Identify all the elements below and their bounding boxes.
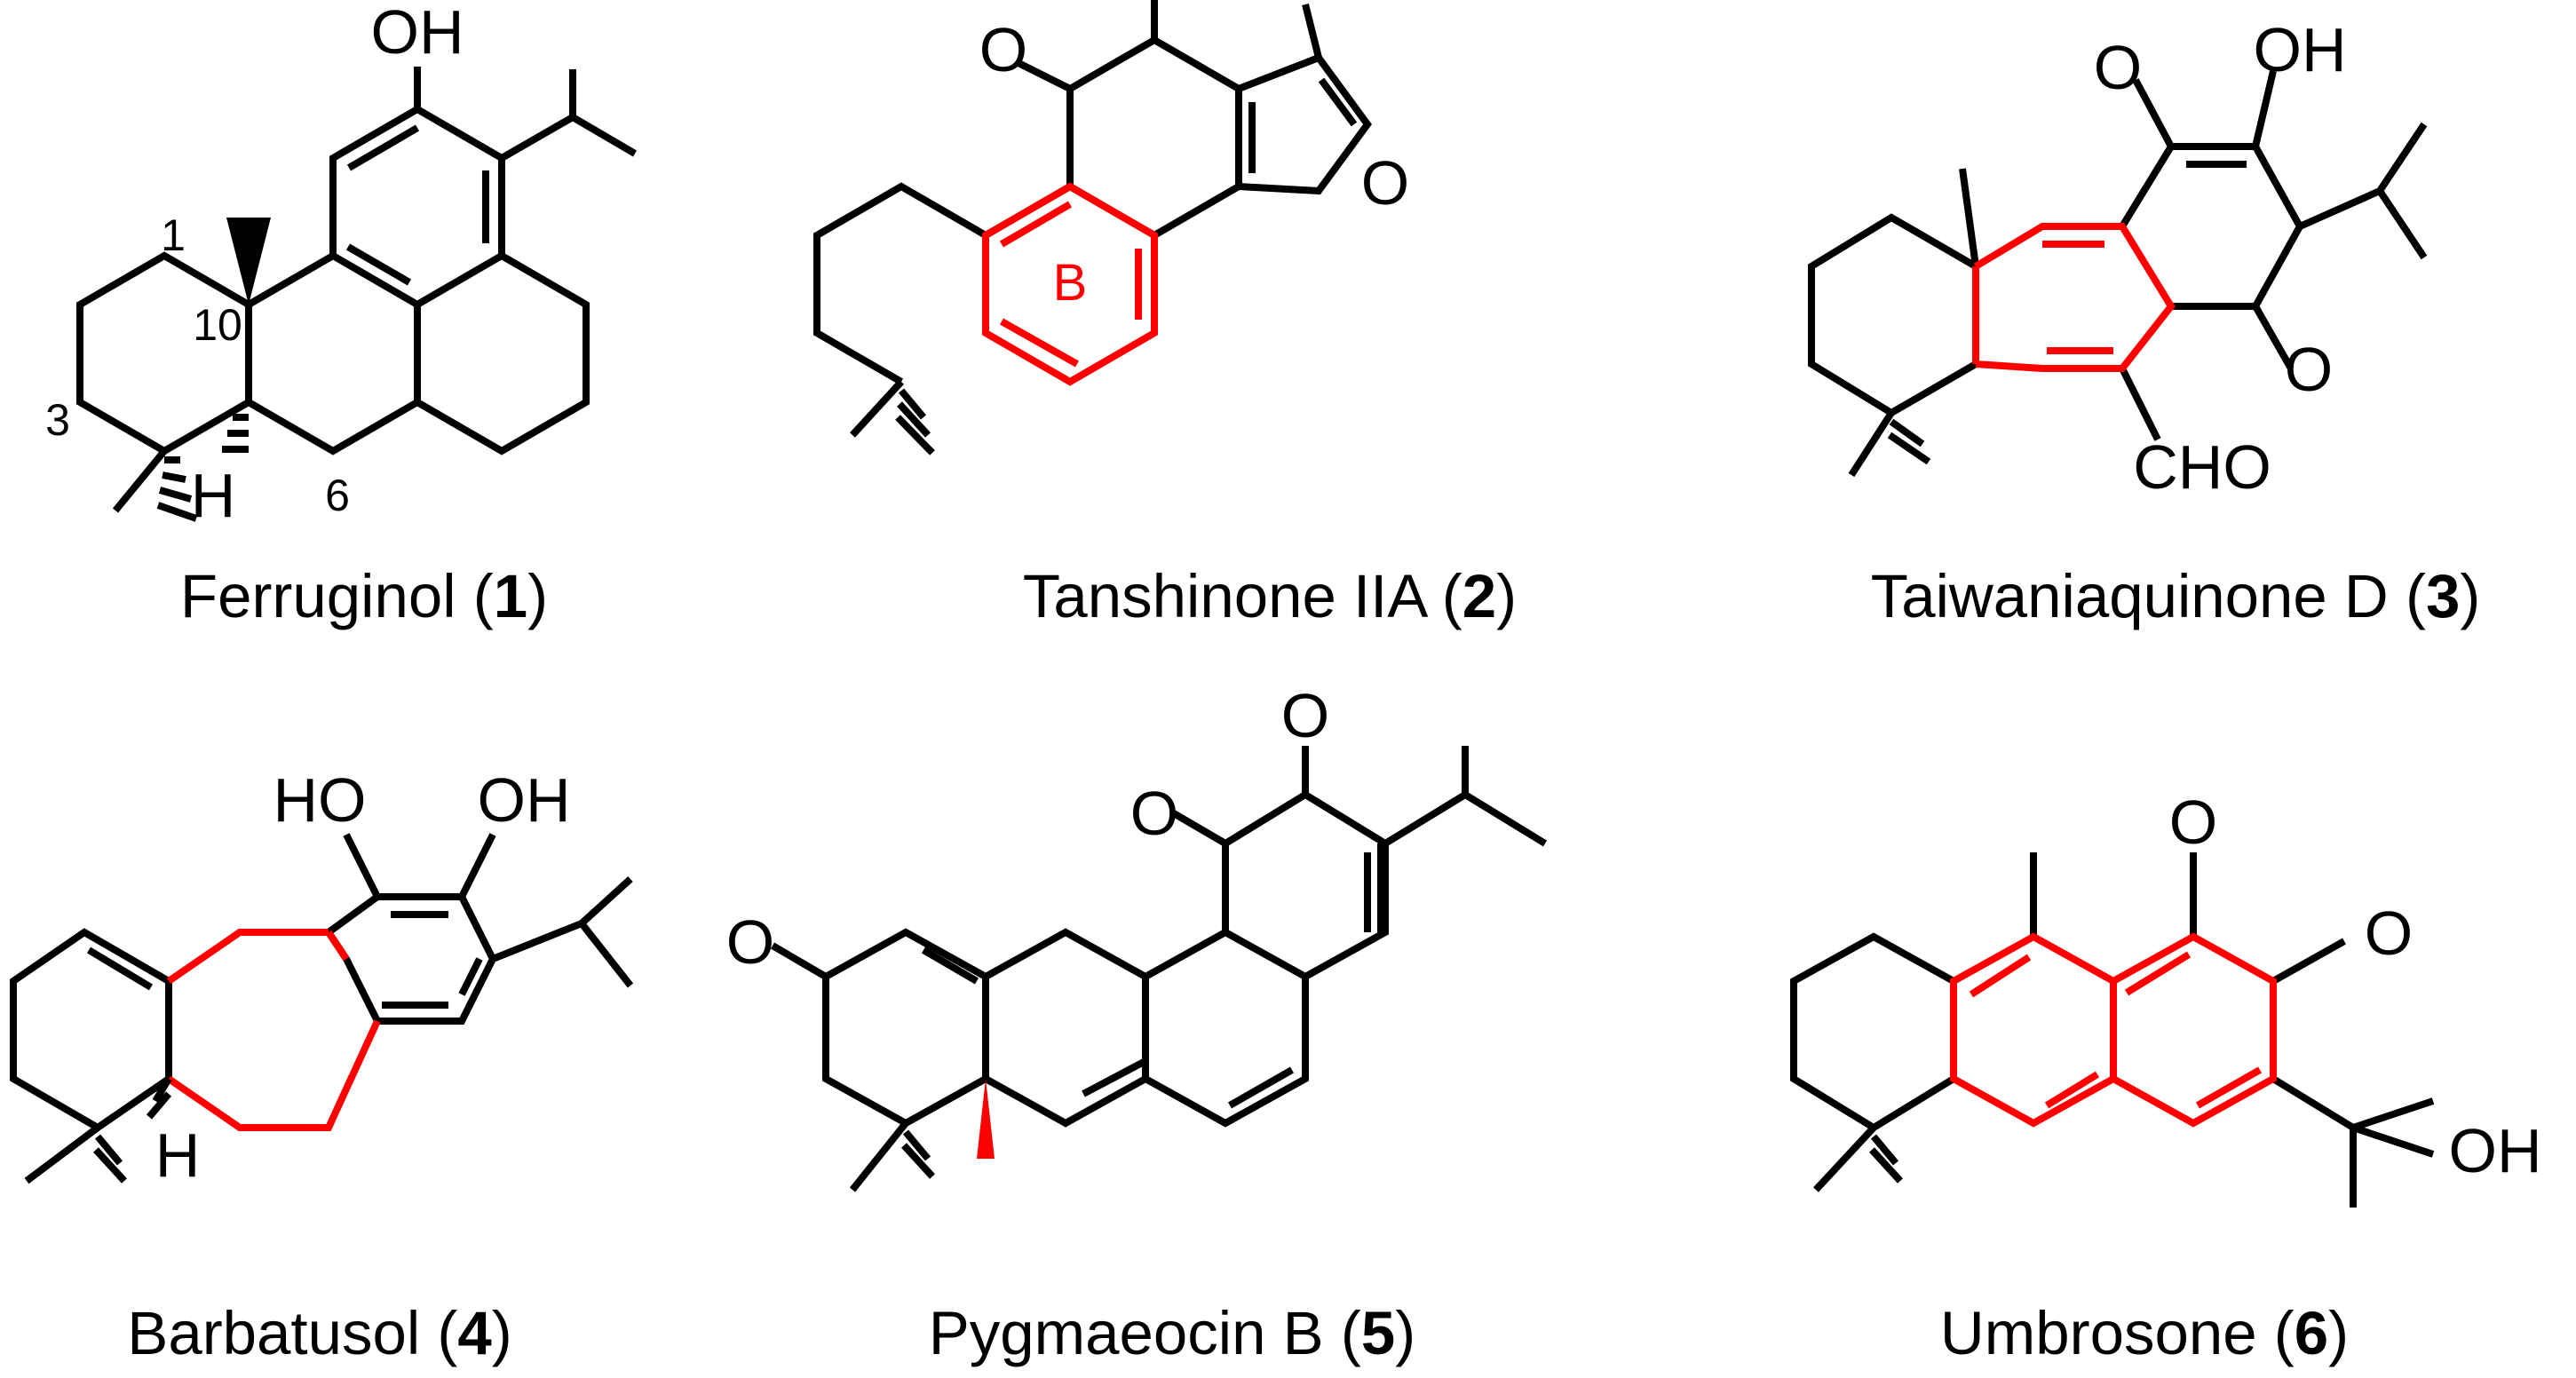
locant-10: 10 <box>193 300 242 350</box>
aldehyde-label: CHO <box>2133 432 2271 502</box>
hydrogen-label: H <box>191 461 236 530</box>
structure-ferruginol: OH H 1 10 3 6 Ferruginol (1) <box>45 0 638 630</box>
ketone-oxygen-label-2: O <box>1130 0 1178 4</box>
ketone-oxygen-label-2: O <box>2365 899 2413 968</box>
quinone-oxygen-label-2: O <box>2285 335 2333 404</box>
caption-pygmaeocin-b: Pygmaeocin B (5) <box>929 1299 1415 1367</box>
ketone-oxygen-label-1: O <box>1130 779 1178 848</box>
caption-umbrosone: Umbrosone (6) <box>1940 1299 2349 1367</box>
caption-taiwaniaquinone-d: Taiwaniaquinone D (3) <box>1871 562 2481 630</box>
hydroxyl-label: OH <box>371 0 464 67</box>
hydroxyl-label-2: OH <box>478 765 571 835</box>
structure-tanshinone-iia: O O O B Tanshinone IIA (2) <box>813 0 1517 630</box>
wedge-bond-red <box>977 1079 995 1159</box>
structure-pygmaeocin-b: O O O Pygmaeocin B (5) <box>726 681 1548 1367</box>
caption-ferruginol: Ferruginol (1) <box>180 562 548 630</box>
locant-1: 1 <box>161 210 186 260</box>
quinone-oxygen-label-1: O <box>2094 33 2142 102</box>
hydroxyl-label: OH <box>2254 15 2347 84</box>
hydroxyl-label-1: HO <box>273 765 367 835</box>
structure-umbrosone: O O OH Umbrosone (6) <box>1790 788 2542 1367</box>
structure-taiwaniaquinone-d: O OH O CHO Taiwaniaquinone D (3) <box>1808 15 2481 630</box>
locant-3: 3 <box>45 395 70 445</box>
wedge-bond <box>226 218 271 305</box>
furan-oxygen-label: O <box>1361 148 1409 218</box>
ketone-oxygen-label-1: O <box>979 15 1027 84</box>
locant-6: 6 <box>325 471 350 520</box>
ketone-oxygen-label-1: O <box>2169 788 2217 857</box>
ketone-oxygen-label-2: O <box>1281 681 1329 750</box>
caption-tanshinone-iia: Tanshinone IIA (2) <box>1023 562 1517 630</box>
caption-barbatusol: Barbatusol (4) <box>127 1299 511 1367</box>
hydroxyl-label: OH <box>2449 1116 2542 1185</box>
ring-b-label: B <box>1053 254 1088 312</box>
hydrogen-label: H <box>155 1121 201 1190</box>
ketone-oxygen-label-3: O <box>726 907 774 977</box>
structure-barbatusol: HO OH H Barbatusol (4) <box>10 765 634 1367</box>
